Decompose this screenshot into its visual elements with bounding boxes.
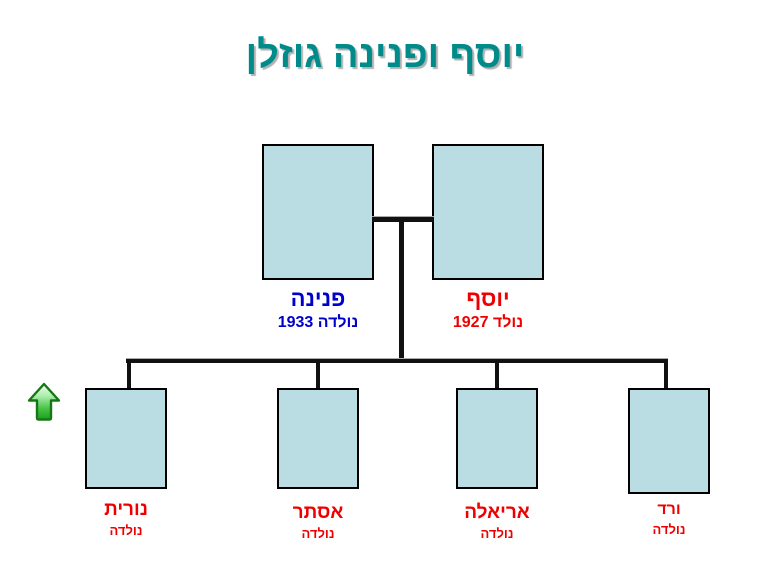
up-arrow-icon[interactable]	[27, 382, 61, 422]
page-title: יוסף ופנינה גוזלן	[245, 34, 525, 76]
child-drop-line	[316, 361, 320, 389]
child-drop-line	[495, 361, 499, 389]
child-birth: נולדה	[652, 522, 686, 537]
mother-label: פנינה נולדה 1933	[252, 287, 384, 332]
descent-stem-line	[399, 221, 404, 363]
child-name: ורד	[657, 501, 681, 518]
father-name: יוסף	[466, 286, 510, 311]
person-box-child-2[interactable]	[277, 388, 359, 489]
father-label: יוסף נולד 1927	[422, 287, 554, 332]
child-label-3: אריאלה נולדה	[446, 502, 548, 541]
child-label-1: נורית נולדה	[75, 499, 177, 538]
person-box-child-3[interactable]	[456, 388, 538, 489]
couple-connector-line	[372, 217, 434, 222]
child-name: אריאלה	[464, 502, 530, 523]
person-box-child-1[interactable]	[85, 388, 167, 489]
sibling-connector-line	[126, 359, 668, 363]
father-birth: נולד 1927	[452, 314, 524, 331]
mother-name: פנינה	[290, 286, 346, 311]
child-label-4: ורד נולדה	[618, 501, 720, 537]
child-drop-line	[664, 361, 668, 389]
child-birth: נולדה	[109, 523, 143, 538]
child-label-2: אסתר נולדה	[267, 502, 369, 541]
child-name: נורית	[104, 499, 148, 520]
person-box-child-4[interactable]	[628, 388, 710, 494]
child-birth: נולדה	[301, 526, 335, 541]
mother-birth: נולדה 1933	[277, 314, 359, 331]
person-box-father[interactable]	[432, 144, 544, 280]
child-name: אסתר	[292, 502, 344, 523]
person-box-mother[interactable]	[262, 144, 374, 280]
child-birth: נולדה	[480, 526, 514, 541]
child-drop-line	[127, 361, 131, 389]
